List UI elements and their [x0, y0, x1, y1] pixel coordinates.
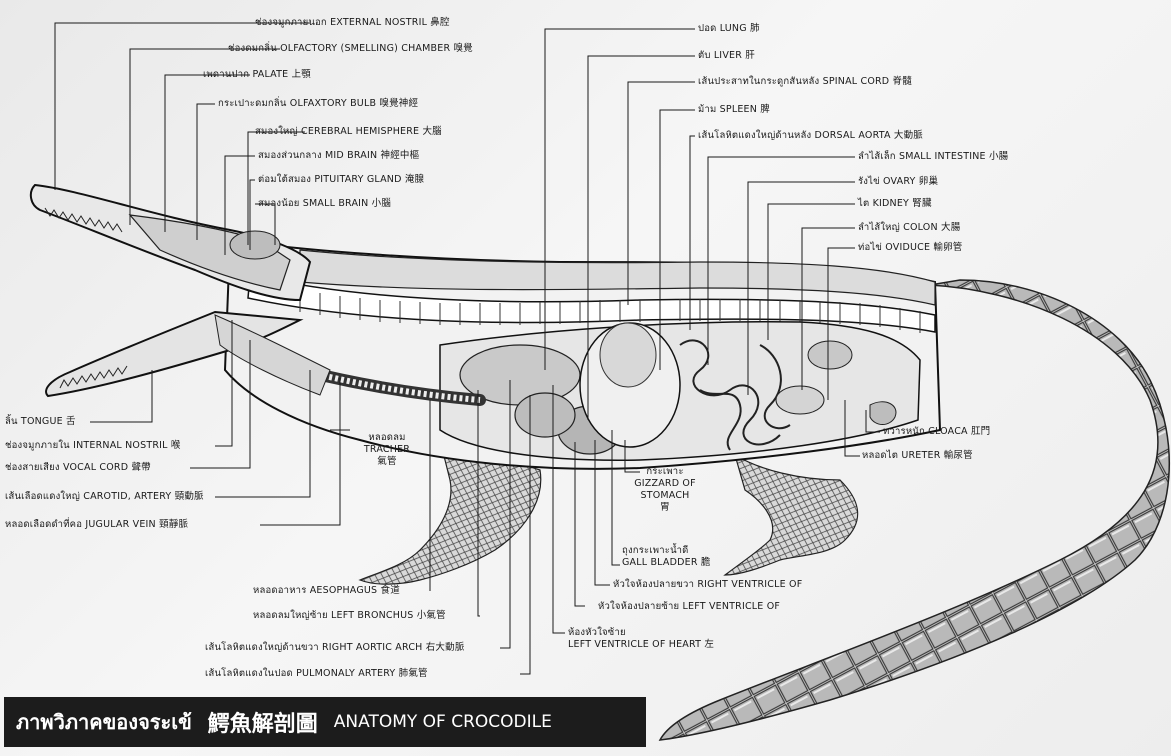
- label-left-ventricle: หัวใจห้องปลายซ้าย LEFT VENTRICLE OF: [598, 601, 780, 613]
- label-lung: ปอด LUNG 肺: [698, 23, 760, 35]
- title-english: ANATOMY OF CROCODILE: [334, 712, 552, 732]
- label-spinal-cord: เส้นประสาทในกระดูกสันหลัง SPINAL CORD 脊髓: [698, 76, 912, 88]
- kidney-organ: [808, 341, 852, 369]
- label-ovary: รังไข่ OVARY 卵巢: [858, 176, 938, 188]
- title-banner: ภาพวิภาคของจระเข้ 鰐魚解剖圖 ANATOMY OF CROCO…: [4, 697, 646, 747]
- label-spleen: ม้าม SPLEEN 脾: [698, 104, 770, 116]
- title-chinese: 鰐魚解剖圖: [208, 706, 318, 738]
- label-olfactory-bulb: กระเปาะดมกลิ่น OLFAXTORY BULB 嗅覺神經: [218, 98, 418, 110]
- label-gizzard: กระเพาะ GIZZARD OF STOMACH 胃: [620, 466, 710, 514]
- hind-leg: [725, 455, 858, 575]
- label-colon: ลำไส้ใหญ่ COLON 大腸: [858, 222, 960, 234]
- label-vocal-cord: ช่องสายเสียง VOCAL CORD 聲帶: [5, 462, 151, 474]
- title-thai: ภาพวิภาคของจระเข้: [16, 706, 192, 738]
- label-aesophagus: หลอดอาหาร AESOPHAGUS 食道: [253, 585, 400, 597]
- label-ureter: หลอดไต URETER 輸尿管: [862, 450, 973, 462]
- label-carotid-artery: เส้นเลือดแดงใหญ่ CAROTID, ARTERY 頸動脈: [5, 491, 204, 503]
- label-left-bronchus: หลอดลมใหญ่ซ้าย LEFT BRONCHUS 小氣管: [253, 610, 446, 622]
- brain: [230, 231, 280, 259]
- label-liver: ตับ LIVER 肝: [698, 50, 755, 62]
- label-right-aortic-arch: เส้นโลหิตแดงใหญ่ด้านขวา RIGHT AORTIC ARC…: [205, 642, 465, 654]
- liver-organ: [515, 393, 575, 437]
- label-gall-bladder: ถุงกระเพาะน้ำดี GALL BLADDER 膽: [622, 545, 711, 569]
- cloaca-organ: [870, 402, 896, 425]
- label-tracher: หลอดลม TRACHER 氣管: [352, 432, 422, 468]
- ovary-organ: [776, 386, 824, 414]
- label-olfactory-chamber: ช่องดมกลิ่น OLFACTORY (SMELLING) CHAMBER…: [228, 43, 473, 55]
- label-palate: เพดานปาก PALATE 上顎: [203, 69, 311, 81]
- label-internal-nostril: ช่องจมูกภายใน INTERNAL NOSTRIL 喉: [5, 440, 181, 452]
- label-mid-brain: สมองส่วนกลาง MID BRAIN 神經中樞: [258, 150, 419, 162]
- label-pulmonaly-artery: เส้นโลหิตแดงในปอด PULMONALY ARTERY 肺氣管: [205, 668, 428, 680]
- label-dorsal-aorta: เส้นโลหิตแดงใหญ่ด้านหลัง DORSAL AORTA 大動…: [698, 130, 923, 142]
- label-jugular-vein: หลอดเลือดดำที่คอ JUGULAR VEIN 頸靜脈: [5, 519, 188, 531]
- label-right-ventricle: หัวใจห้องปลายขวา RIGHT VENTRICLE OF: [613, 579, 802, 591]
- label-kidney: ไต KIDNEY 腎臟: [858, 198, 932, 210]
- label-small-intestine: ลำไส้เล็ก SMALL INTESTINE 小腸: [858, 151, 1008, 163]
- label-cerebral-hemisphere: สมองใหญ่ CEREBRAL HEMISPHERE 大腦: [255, 126, 442, 138]
- label-left-ventricle-heart: ห้องหัวใจซ้าย LEFT VENTRICLE OF HEART 左: [568, 627, 714, 651]
- gizzard-detail: [600, 323, 656, 387]
- label-cloaca: ทวารหนัก CLOACA 肛門: [883, 426, 990, 438]
- label-oviduce: ท่อไข่ OVIDUCE 輸卵管: [858, 242, 963, 254]
- label-small-brain: สมองน้อย SMALL BRAIN 小腦: [258, 198, 391, 210]
- label-pituitary-gland: ต่อมใต้สมอง PITUITARY GLAND 淹腺: [258, 174, 424, 186]
- label-tongue: ลิ้น TONGUE 舌: [5, 416, 76, 428]
- label-external-nostril: ช่องจมูกภายนอก EXTERNAL NOSTRIL 鼻腔: [255, 17, 450, 29]
